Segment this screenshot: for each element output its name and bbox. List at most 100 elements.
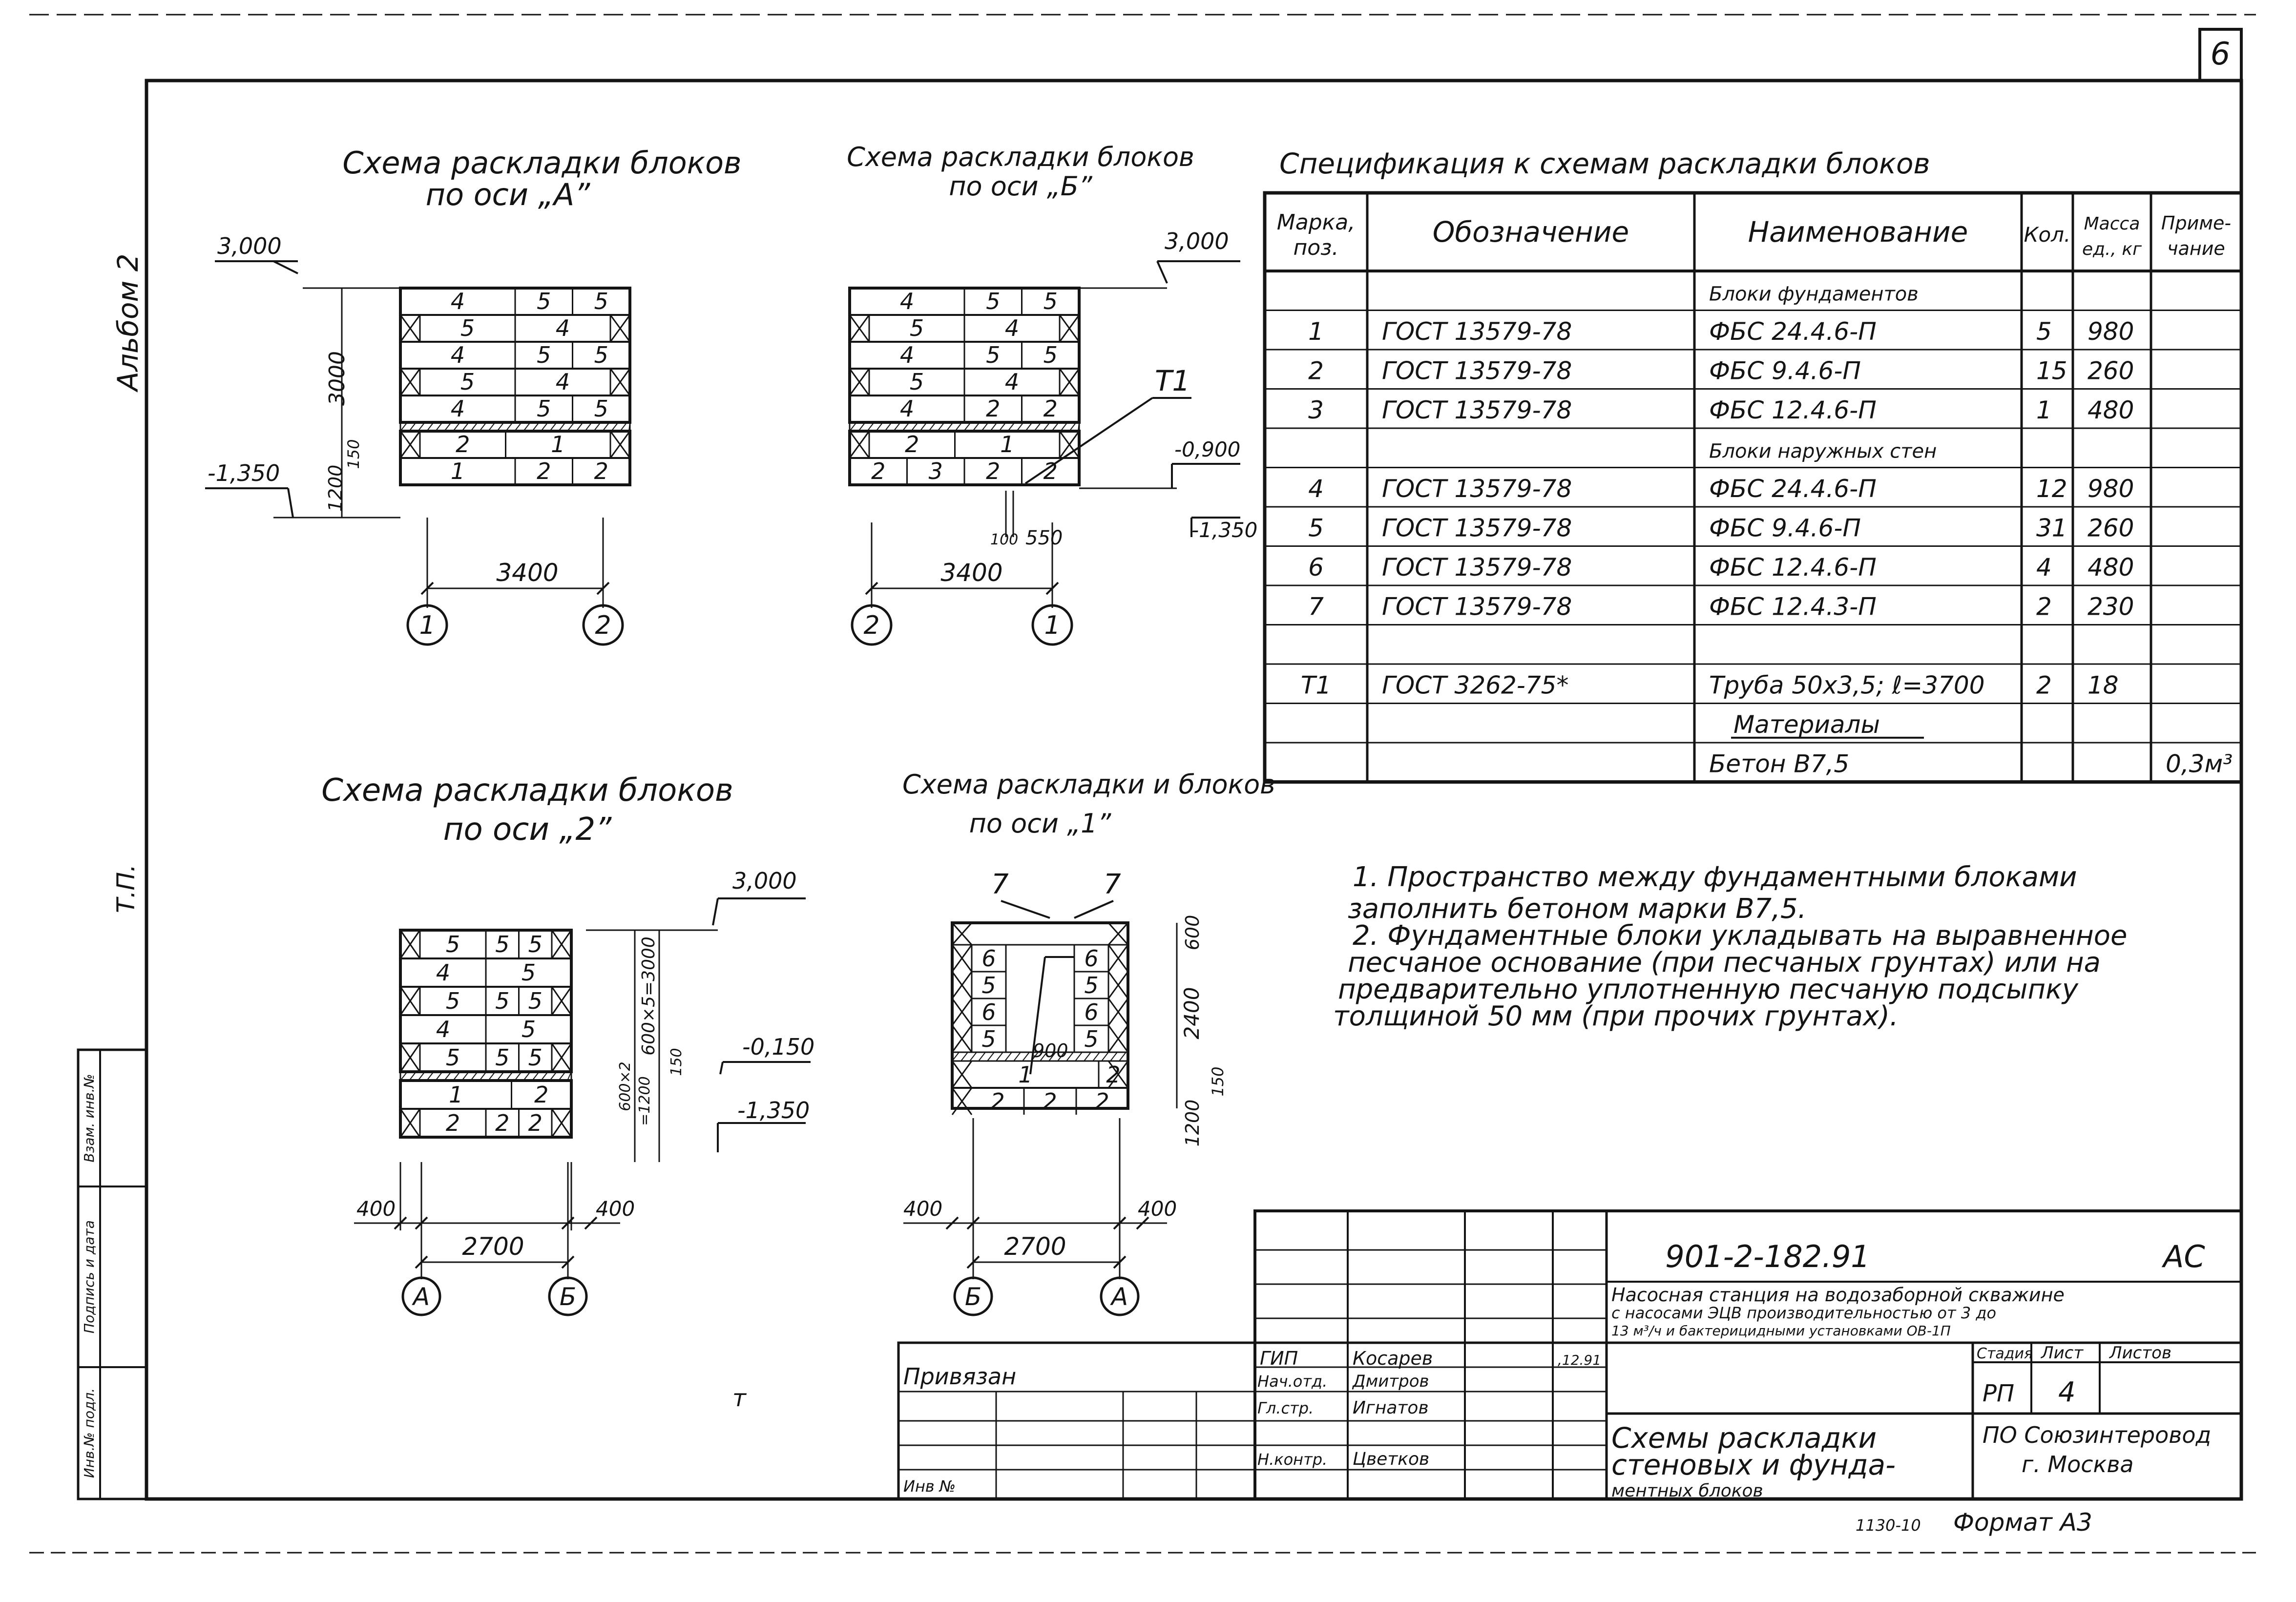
spec-header-cell: ед., кг — [2082, 239, 2142, 259]
scheme-b-title-2: по оси „Б” — [949, 171, 1093, 202]
block-mark: 4 — [900, 342, 914, 368]
grout-hatch — [960, 1052, 968, 1061]
grout-hatch — [1004, 1052, 1012, 1061]
left-strip-replace: Взам. инв.№ — [81, 1074, 97, 1162]
scheme-2-title-1: Схема раскладки блоков — [321, 772, 733, 809]
spec-header-cell: чание — [2167, 238, 2225, 259]
scheme-a-axis-right: 2 — [595, 611, 611, 640]
spec-title: Спецификация к схемам раскладки блоков — [1279, 147, 1930, 180]
sheet-value: 4 — [2058, 1376, 2076, 1408]
block-mark: 5 — [594, 342, 608, 368]
block-cross — [849, 368, 870, 396]
spec-cell: 260 — [2087, 356, 2134, 385]
scheme-2-level-mid: -0,150 — [742, 1034, 814, 1060]
stamp-section: АС — [2161, 1239, 2205, 1274]
block-cross — [399, 930, 421, 959]
privyazan-block — [897, 1341, 1256, 1500]
block-mark: 5 — [528, 931, 543, 957]
left-strip-sign: Подпись и дата — [81, 1220, 97, 1333]
block-mark: 2 — [446, 1110, 460, 1136]
block-mark: 2 — [528, 1110, 543, 1136]
stamp-project-3: 13 м³/ч и бактерицидными установками ОВ-… — [1611, 1323, 1951, 1339]
scheme-2-axis-left: А — [412, 1283, 430, 1311]
block-mark: 5 — [495, 1044, 509, 1071]
scheme-1-callout-b: 7 — [1104, 869, 1121, 900]
spec-header-cell: Кол. — [2024, 223, 2071, 247]
block-mark: 2 — [1106, 1061, 1120, 1088]
block-cross — [1059, 314, 1080, 342]
spec-cell: 480 — [2087, 553, 2134, 582]
scheme-2-dim-vert3: 150 — [668, 1048, 685, 1076]
spec-header-cell: Масса — [2084, 214, 2140, 234]
spec-cell: ГОСТ 13579-78 — [1382, 356, 1572, 385]
block-mark: 3 — [929, 458, 943, 484]
album-label: Альбом 2 — [111, 253, 145, 393]
stamp-project-2: с насосами ЭЦВ производительностью от 3 … — [1611, 1304, 1996, 1322]
bottom-code: 1130-10 — [1856, 1516, 1921, 1535]
block-cross — [399, 986, 421, 1016]
scheme-1-axis-right: А — [1110, 1283, 1128, 1311]
grout-hatch — [1075, 1052, 1083, 1061]
spec-cell: 2 — [2036, 671, 2052, 699]
spec-cell: ГОСТ 13579-78 — [1382, 475, 1572, 503]
block-mark: 2 — [1044, 458, 1058, 484]
scheme-a-level-top: 3,000 — [217, 233, 282, 259]
grout-hatch — [1110, 1052, 1118, 1061]
block-mark: 2 — [1044, 395, 1058, 422]
grout-hatch — [1084, 1052, 1091, 1061]
tp-label: Т.П. — [112, 864, 140, 913]
spec-cell: Блоки наружных стен — [1709, 440, 1937, 462]
dim-tick — [966, 1255, 980, 1269]
scheme-b-title-1: Схема раскладки блоков — [847, 142, 1194, 172]
scheme-1-dim-1200: 1200 — [1182, 1100, 1203, 1147]
block-cross — [951, 971, 973, 999]
spec-cell: 980 — [2087, 475, 2134, 503]
scheme-b-pipe-label: Т1 — [1155, 364, 1190, 397]
privyazan-label: Привязан — [903, 1363, 1016, 1390]
block-mark: 1 — [551, 431, 565, 458]
stamp-code: 901-2-182.91 — [1665, 1239, 1870, 1274]
block-cross — [399, 314, 421, 342]
dim-tick — [415, 1216, 428, 1230]
axis-bubble — [548, 1276, 588, 1316]
block-cross — [1107, 998, 1129, 1026]
scheme-a-title-1: Схема раскладки блоков — [342, 145, 741, 181]
scheme-a-level-bottom: -1,350 — [208, 460, 280, 486]
spec-cell: 4 — [2036, 553, 2052, 582]
block-cross — [951, 1061, 973, 1088]
callout-leader — [1074, 900, 1114, 919]
note-line-2: заполнить бетоном марки В7,5. — [1348, 893, 1806, 925]
block-mark: 2 — [986, 395, 1000, 422]
dim-tick — [1136, 1216, 1149, 1230]
block-mark: 5 — [981, 972, 996, 999]
sheet-label: Лист — [2040, 1343, 2084, 1363]
dim-tick — [865, 582, 878, 595]
spec-cell: 230 — [2087, 592, 2134, 621]
role-nach: Нач.отд. — [1257, 1372, 1327, 1391]
scheme-a-axis-left: 1 — [419, 611, 435, 640]
note-line-6: толщиной 50 мм (при прочих грунтах). — [1333, 1000, 1899, 1032]
block-mark: 5 — [522, 1016, 536, 1042]
block-mark: 5 — [1084, 1026, 1098, 1052]
block-mark: 4 — [451, 288, 465, 314]
block-mark: 5 — [981, 1026, 996, 1052]
grout-hatch — [1013, 1052, 1021, 1061]
block-cross — [951, 1025, 973, 1053]
dim-tick — [596, 582, 610, 595]
axis-bubble — [953, 1276, 993, 1316]
block-mark: 2 — [1095, 1088, 1109, 1115]
title-block — [1253, 1209, 2243, 1500]
spec-cell: ФБС 12.4.3-П — [1709, 592, 1877, 621]
level-leader — [273, 260, 298, 274]
block-mark: 2 — [456, 431, 470, 458]
scheme-1-dim-600: 600 — [1182, 915, 1203, 951]
block-mark: 5 — [495, 988, 509, 1014]
scheme-a-width: 3400 — [496, 559, 558, 587]
spec-cell: 5 — [2036, 317, 2052, 346]
spec-header-cell: Обозначение — [1433, 215, 1629, 249]
scheme-1-opening: 900 — [1033, 1040, 1068, 1061]
grout-hatch — [1057, 1052, 1065, 1061]
scheme-b-dim-550: 550 — [1025, 527, 1063, 549]
